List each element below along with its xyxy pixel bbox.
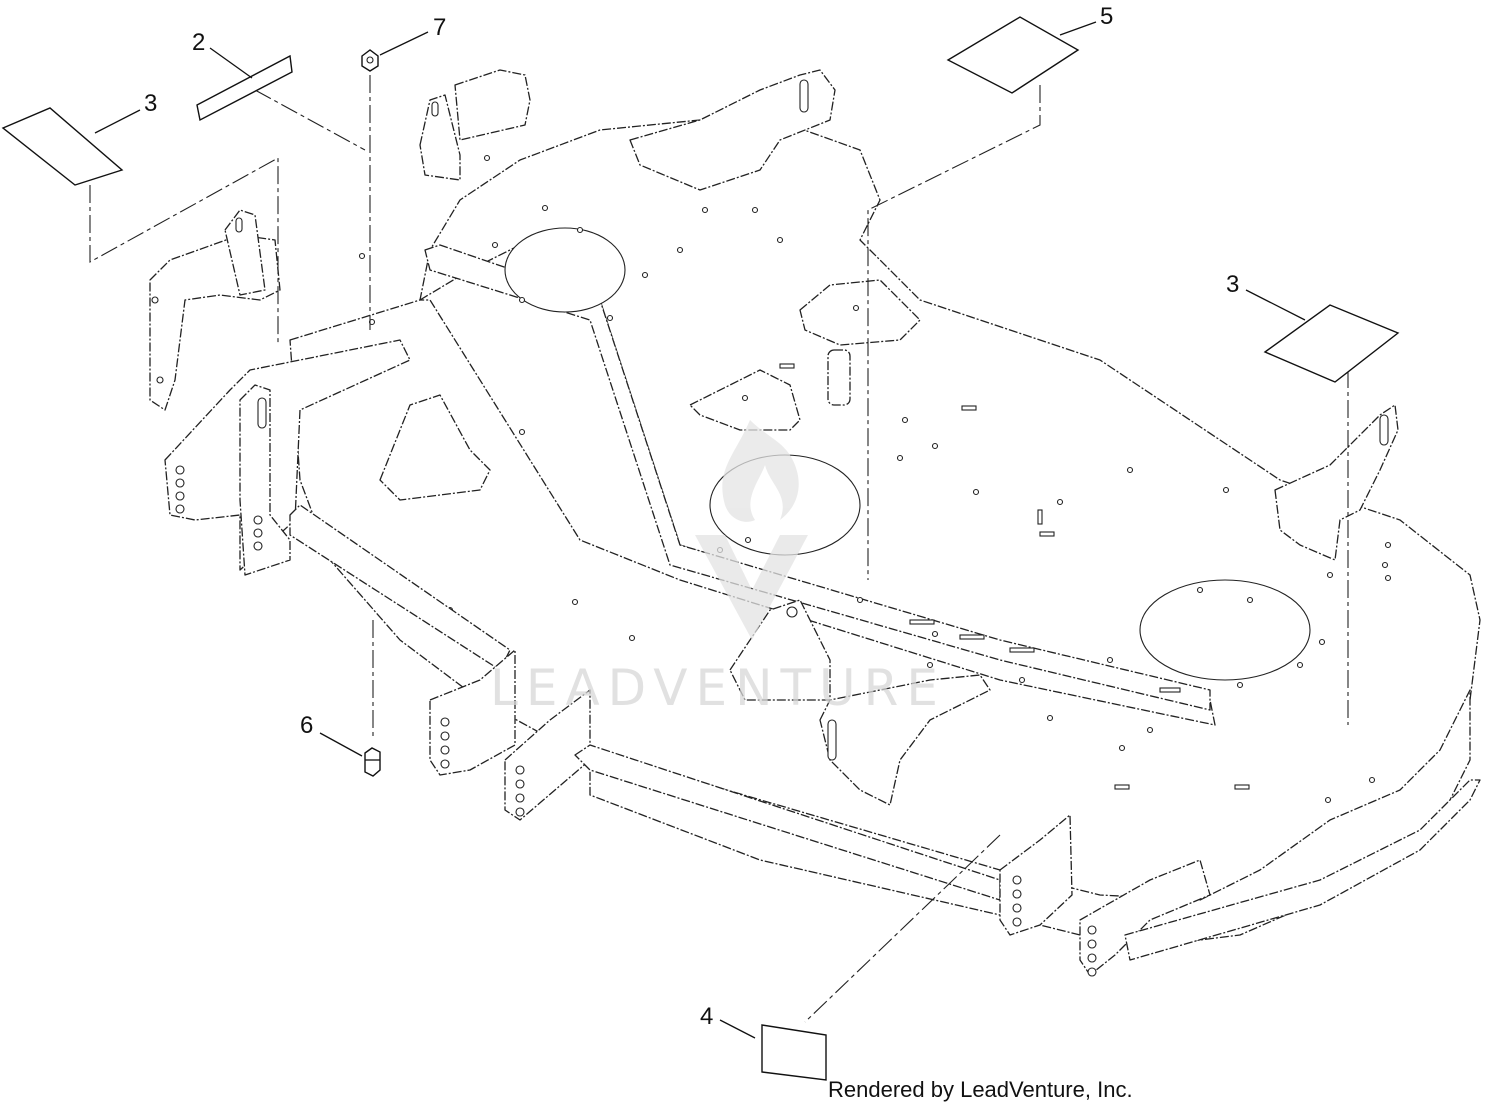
decal-3-right (1263, 304, 1400, 383)
callout-2: 2 (192, 29, 205, 56)
front-bracket-b (504, 689, 591, 821)
hanger-right-tube (1124, 779, 1481, 961)
rear-bracket-right-slot (1379, 414, 1389, 446)
callout-6: 6 (300, 712, 313, 739)
rear-bracket-center-gusset (419, 94, 461, 181)
front-cross-tube-left (289, 504, 511, 671)
decal-4 (761, 1024, 827, 1081)
hanger-arm-left-inner (239, 384, 291, 576)
rear-bracket-slots (235, 79, 809, 233)
rear-bracket-right-arm (629, 69, 836, 191)
front-bracket-holes (440, 717, 525, 817)
decal-3-left (1, 107, 124, 186)
watermark-flame-icon (722, 420, 799, 522)
front-bracket-right-slot (827, 719, 837, 761)
deck-triangle-cutout (379, 394, 491, 501)
bolt-6 (364, 747, 381, 777)
rear-bracket-right (1274, 404, 1399, 561)
idler-post (827, 349, 851, 406)
watermark-v-icon (695, 535, 808, 640)
decal-2 (196, 54, 293, 122)
front-right-hanger (999, 404, 1481, 977)
idler-plate-rear (799, 279, 921, 346)
hanger-arm-left-outer (164, 339, 411, 571)
callout-5: 5 (1100, 3, 1113, 30)
front-bracket-a (429, 649, 516, 776)
deck-slots (679, 127, 1250, 790)
callout-4: 4 (700, 1003, 713, 1030)
watermark: LEADVENTURE (490, 420, 946, 717)
hanger-right-b (1079, 859, 1211, 976)
callout-leaders (94, 21, 1306, 1039)
decal-5 (946, 16, 1080, 94)
spindle-opening-right (1139, 579, 1311, 681)
render-credit: Rendered by LeadVenture, Inc. (828, 1077, 1133, 1102)
callout-3-left: 3 (144, 90, 157, 117)
nut-7 (361, 49, 379, 72)
rear-bracket-top-flange (454, 69, 531, 141)
rear-lift-brackets (149, 69, 836, 411)
front-bracket-right (819, 674, 991, 806)
watermark-text: LEADVENTURE (490, 659, 946, 717)
center-front-gusset (729, 599, 831, 701)
spindle-opening-left (504, 227, 626, 313)
hanger-right-holes (1012, 875, 1097, 977)
decals (1, 16, 1400, 1081)
front-left-hanger (164, 339, 511, 671)
front-cross-tube (574, 744, 1001, 901)
assembly-lines (89, 75, 1349, 1023)
rear-bracket-left-gusset (224, 209, 266, 296)
callout-7: 7 (433, 14, 446, 41)
callout-3-right: 3 (1226, 271, 1239, 298)
hanger-left-holes (175, 397, 267, 551)
front-lower-brackets (429, 599, 1001, 901)
